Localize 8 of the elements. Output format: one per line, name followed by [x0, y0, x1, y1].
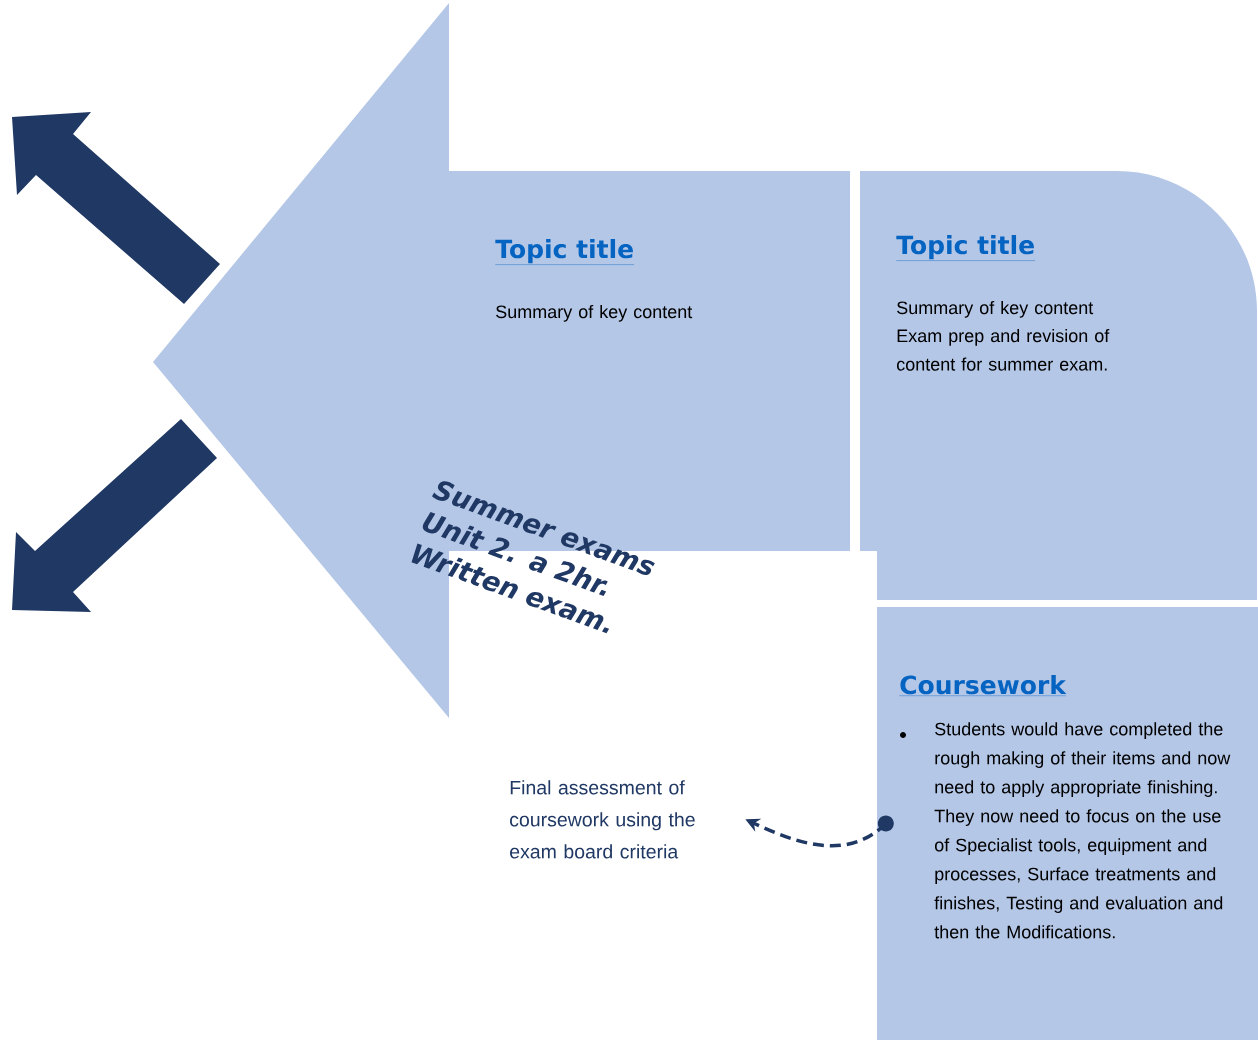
body-text: Exam prep and revision of content for summer exam.	[897, 328, 1110, 371]
heading: Topic title	[495, 239, 635, 265]
body-text: Summary of key content	[496, 304, 693, 322]
heading: Topic title	[896, 235, 1036, 261]
note-text: Final assessment of coursework using the exam board criteria	[510, 780, 695, 859]
heading: Coursework	[899, 675, 1067, 696]
body-text: Students would have completed the rough making of their items and now need to apply appropriate finishing. They now need to focus on the use of Specialist tools, equipment and processes, Surface treatments and finishes, Testing and evaluation and then the Modifications.	[934, 722, 1231, 939]
body-text: Summary of key content	[897, 300, 1094, 318]
